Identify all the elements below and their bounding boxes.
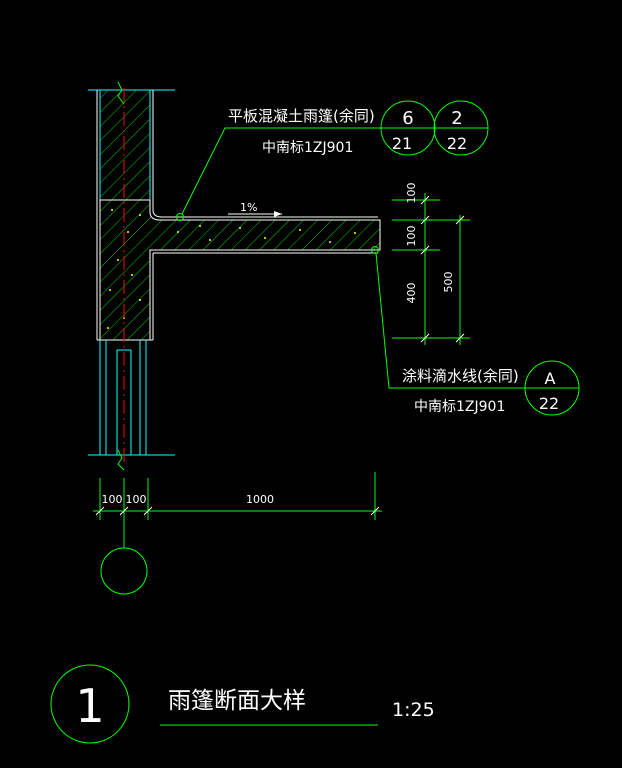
dim-v-100-mid: 100: [405, 226, 418, 247]
ref2-top: 2: [451, 108, 462, 129]
ref2-bottom: 22: [447, 134, 467, 153]
canopy-callout-line1: 平板混凝土雨篷(余同): [228, 107, 375, 125]
axis-bubble: [100, 547, 148, 595]
title-block: 1 雨篷断面大样 1:25: [50, 664, 435, 744]
drip-callout-line1: 涂料滴水线(余同): [402, 367, 519, 385]
dim-h-1000: 1000: [246, 493, 274, 506]
slope-indicator: 1%: [228, 201, 282, 217]
canopy-callout: 平板混凝土雨篷(余同) 中南标1ZJ901 6 21 2 22: [176, 100, 489, 221]
slope-label: 1%: [240, 201, 257, 214]
dim-h-100-b: 100: [126, 493, 147, 506]
canopy-slab: [97, 199, 381, 341]
dim-h-100-a: 100: [102, 493, 123, 506]
refA-bottom: 22: [539, 394, 559, 413]
vertical-dimensions: 100 100 400 500: [392, 183, 470, 345]
ref1-bottom: 21: [392, 134, 412, 153]
horizontal-dimensions: 100 100 1000: [93, 472, 382, 595]
title-scale: 1:25: [392, 699, 435, 721]
drip-callout-line2: 中南标1ZJ901: [414, 399, 505, 415]
drip-callout: 涂料滴水线(余同) 中南标1ZJ901 A 22: [371, 246, 580, 416]
refA-top: A: [545, 369, 556, 388]
lower-wall: [88, 340, 175, 471]
dim-v-100-top: 100: [405, 183, 418, 204]
title-number-circle: [50, 664, 130, 744]
ref1-top: 6: [402, 108, 413, 129]
title-number: 1: [75, 679, 104, 733]
canopy-callout-line2: 中南标1ZJ901: [262, 140, 353, 156]
dim-v-400: 400: [405, 283, 418, 304]
dim-v-500: 500: [442, 272, 455, 293]
title-text: 雨篷断面大样: [168, 688, 306, 714]
